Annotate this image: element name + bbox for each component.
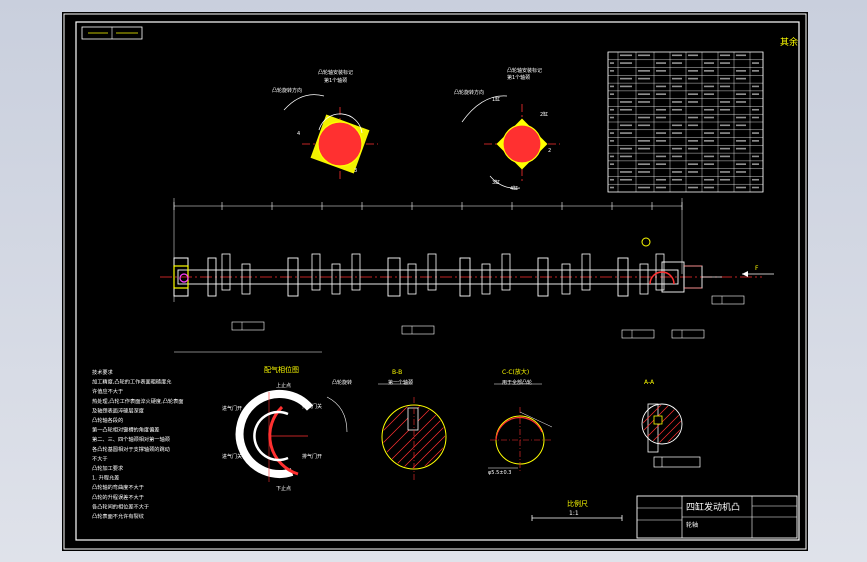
parameter-table: [607, 51, 764, 193]
title-block-sub: 轮轴: [686, 521, 698, 529]
view-b-label: B-B: [392, 369, 402, 376]
svg-text:第1个轴颈: 第1个轴颈: [324, 77, 347, 84]
section-c-c: C-C(放大) 用于全部凸轮 φ5.5±0.3: [488, 368, 553, 476]
svg-text:凸轮旋转方向: 凸轮旋转方向: [454, 89, 484, 96]
svg-text:凸轮旋转: 凸轮旋转: [332, 379, 352, 386]
note-line: 凸轮轴各段的: [92, 416, 123, 424]
svg-text:3: 3: [354, 168, 357, 174]
svg-text:2缸: 2缸: [540, 111, 548, 118]
view-c-sublabel: 用于全部凸轮: [502, 379, 532, 386]
view-arrow-f: F: [742, 265, 774, 277]
arrow-f-label: F: [755, 265, 759, 272]
note-line: 凸轮的升程误差不大于: [92, 493, 144, 501]
svg-text:进气门开: 进气门开: [222, 405, 242, 412]
drawing-code-box: [81, 26, 143, 40]
note-line: 各凸轮间的相位差不大于: [92, 502, 149, 510]
note-line: 及轴颈表面淬硬层深度: [92, 406, 144, 414]
note-line: 各凸轮基圆相对于支撑轴颈的跳动: [92, 445, 170, 453]
note-line: 不大于: [92, 454, 108, 462]
note-line: 凸轮轴的弯曲度不大于: [92, 483, 144, 491]
note-line: 加工精度,凸轮的工作表面粗糙度允: [92, 378, 171, 386]
scale-value: 1:1: [569, 510, 579, 517]
scale-title: 比例尺: [567, 499, 588, 508]
view-b-sublabel: 第一个轴颈: [388, 379, 413, 386]
svg-text:2: 2: [548, 148, 551, 154]
drawing-sheet: 其余 凸轮轴安装标记 第1个轴颈 凸轮旋转方向 4 3: [62, 12, 808, 551]
timing-title: 配气相位图: [264, 365, 299, 374]
view-c-label: C-C(放大): [502, 368, 529, 376]
section-a-a: A-A: [641, 379, 701, 468]
title-block: 四缸发动机凸 轮轴: [636, 495, 798, 539]
note-line: 许值应不大于: [92, 387, 123, 395]
svg-text:4缸: 4缸: [510, 185, 518, 192]
note-line: 1. 升程允差: [92, 474, 119, 482]
svg-text:φ5.5±0.3: φ5.5±0.3: [488, 470, 511, 476]
svg-text:3缸: 3缸: [492, 179, 500, 186]
svg-text:1缸: 1缸: [492, 96, 500, 103]
corner-roughness-label: 其余: [780, 36, 798, 48]
note-line: 凸轮表面不允许有裂纹: [92, 512, 145, 520]
svg-text:凸轮轴安装标记: 凸轮轴安装标记: [318, 69, 353, 76]
svg-text:上止点: 上止点: [276, 382, 291, 389]
drawing-canvas: 其余 凸轮轴安装标记 第1个轴颈 凸轮旋转方向 4 3: [63, 13, 807, 550]
note-line: 第二、三、四个轴颈相对第一轴颈: [92, 435, 170, 443]
svg-text:凸轮轴安装标记: 凸轮轴安装标记: [507, 67, 542, 74]
section-view-left: 凸轮轴安装标记 第1个轴颈 凸轮旋转方向 4 3: [272, 69, 378, 182]
svg-text:第1个轴颈: 第1个轴颈: [507, 74, 530, 81]
note-line: 凸轮加工要求: [92, 464, 124, 472]
outer-border: [63, 13, 807, 550]
svg-text:排气门开: 排气门开: [302, 453, 322, 460]
section-view-right: 凸轮轴安装标记 第1个轴颈 凸轮旋转方向 1缸 3缸 4缸 2缸 2: [454, 67, 560, 192]
camshaft-main-view: [160, 198, 762, 353]
view-a-label: A-A: [644, 379, 655, 386]
section-b-b: B-B 第一个轴颈: [378, 369, 447, 480]
svg-text:排气门关: 排气门关: [302, 403, 322, 410]
title-block-name: 四缸发动机凸: [686, 501, 740, 513]
svg-text:进气门关: 进气门关: [222, 453, 242, 460]
note-line: 技术要求: [92, 368, 114, 376]
technical-notes: 技术要求加工精度,凸轮的工作表面粗糙度允许值应不大于热处理,凸轮工作表面淬火硬度…: [92, 368, 184, 520]
note-line: 第一凸轮相对键槽的角度偏差: [92, 426, 159, 434]
inner-border: [75, 21, 800, 541]
svg-text:下止点: 下止点: [276, 485, 291, 492]
valve-timing-diagram: 配气相位图 上止点 下止点 进气门开 进气门关 排气门关 排气门开 凸轮旋转: [222, 365, 352, 492]
note-line: 热处理,凸轮工作表面淬火硬度,凸轮表面: [92, 397, 184, 405]
svg-text:凸轮旋转方向: 凸轮旋转方向: [272, 87, 302, 94]
svg-text:4: 4: [297, 131, 300, 137]
scale-bar: 比例尺 1:1: [531, 499, 623, 521]
